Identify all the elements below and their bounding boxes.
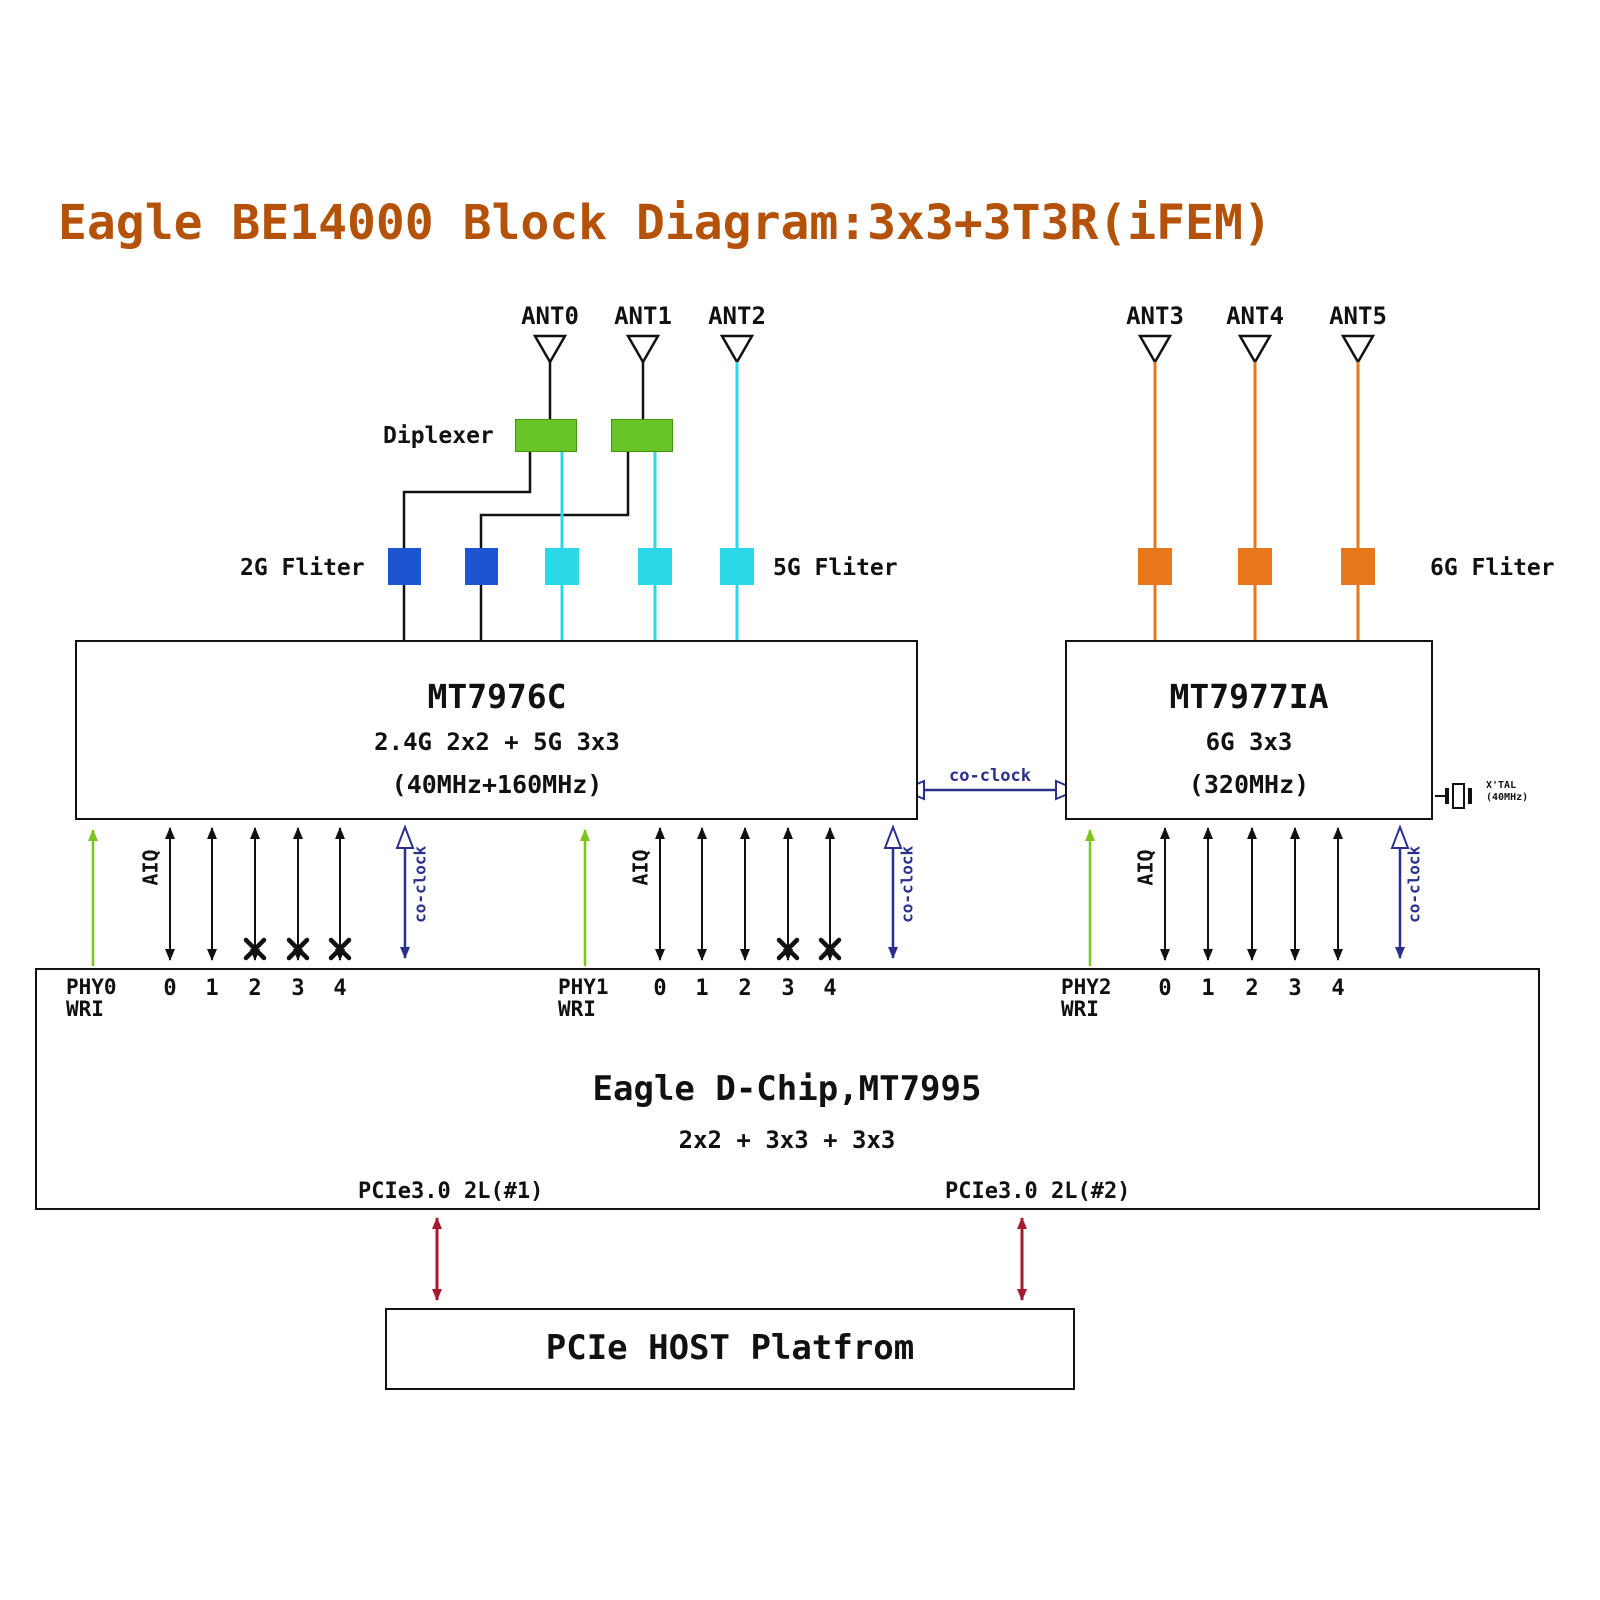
phy2-lane-0: 0 [1158,976,1172,1001]
diplexer-label: Diplexer [383,423,494,449]
phy2-wri-label: PHY2 WRI [1061,976,1112,1020]
filter-2g-box-2 [465,548,498,585]
coclock-vertical-label-2: co-clock [897,845,917,923]
mt7977ia-name: MT7977IA [1169,677,1329,716]
aiq-lanes [165,827,1343,961]
pcie-host-box: PCIe HOST Platfrom [385,1308,1075,1390]
phy1-lane-3: 3 [781,976,795,1001]
phy2-suffix: WRI [1061,997,1099,1022]
phy1-lane-1: 1 [695,976,709,1001]
mt7976c-box [75,640,918,820]
aiq-label-3: AIQ [1133,849,1158,886]
dchip-name: Eagle D-Chip,MT7995 [592,1069,982,1109]
mt7977ia-box [1065,640,1433,820]
phy0-lane-1: 1 [205,976,219,1001]
xtal-freq-label: (40MHz) [1486,792,1529,803]
diplexer-box-1 [515,419,577,452]
phy2-lane-2: 2 [1245,976,1259,1001]
filter-5g-box-1 [545,548,579,585]
phy0-lane-2: 2 [248,976,262,1001]
phy0-lane-0: 0 [163,976,177,1001]
mt7977ia-spec: 6G 3x3 [1205,728,1293,756]
phy1-wri-label: PHY1 WRI [558,976,609,1020]
antenna-icon [1237,334,1273,365]
antenna-label-ant3: ANT3 [1126,302,1184,330]
phy2-name: PHY2 [1061,975,1112,999]
phy0-suffix: WRI [66,997,104,1022]
antenna-icon [625,334,661,365]
coclock-horizontal-label: co-clock [949,766,1031,786]
antenna-icon [532,334,568,365]
wires-5g [560,362,739,640]
antenna-label-ant0: ANT0 [521,302,579,330]
wires-6g [1153,362,1360,640]
coclock-vertical-label-3: co-clock [1404,845,1424,923]
phy0-lane-4: 4 [333,976,347,1001]
phy1-lane-2: 2 [738,976,752,1001]
antenna-icon [1137,334,1173,365]
antenna-icon [719,334,755,365]
mt7976c-name: MT7976C [427,677,567,716]
filter-6g-box-1 [1138,548,1172,585]
mt7976c-bandwidth: (40MHz+160MHz) [391,770,603,799]
pcie-link-arrows [432,1217,1027,1301]
filter-2g-box-1 [388,548,421,585]
phy1-suffix: WRI [558,997,596,1022]
filter-5g-label: 5G Fliter [773,555,898,581]
filter-6g-box-3 [1341,548,1375,585]
filter-5g-box-3 [720,548,754,585]
aiq-label-1: AIQ [138,849,163,886]
phy-wri-wires [88,829,1095,966]
phy0-lane-3: 3 [291,976,305,1001]
antenna-icon [1340,334,1376,365]
phy0-wri-label: PHY0 WRI [66,976,117,1020]
phy2-lane-1: 1 [1201,976,1215,1001]
antenna-label-ant2: ANT2 [708,302,766,330]
phy1-lane-4: 4 [823,976,837,1001]
xtal-icon [1435,783,1472,809]
diplexer-box-2 [611,419,673,452]
pcie-link1-label: PCIe3.0 2L(#1) [358,1179,544,1204]
antenna-label-ant5: ANT5 [1329,302,1387,330]
phy0-name: PHY0 [66,975,117,999]
pcie-host-name: PCIe HOST Platfrom [545,1328,915,1369]
coclock-vertical-label-1: co-clock [410,845,430,923]
antenna-label-ant1: ANT1 [614,302,672,330]
filter-6g-label: 6G Fliter [1430,555,1555,581]
filter-2g-label: 2G Fliter [240,555,365,581]
mt7977ia-bandwidth: (320MHz) [1188,770,1310,799]
lane-disabled-marks [243,937,842,961]
phy1-lane-0: 0 [653,976,667,1001]
phy2-lane-4: 4 [1331,976,1345,1001]
phy2-lane-3: 3 [1288,976,1302,1001]
pcie-link2-label: PCIe3.0 2L(#2) [945,1179,1131,1204]
phy1-name: PHY1 [558,975,609,999]
coclock-vertical-wires [395,824,1410,959]
xtal-label: X'TAL [1486,780,1517,791]
diagram-title: Eagle BE14000 Block Diagram:3x3+3T3R(iFE… [58,195,1272,251]
dchip-box [35,968,1540,1210]
aiq-label-2: AIQ [628,849,653,886]
antenna-icons [532,334,1376,365]
filter-6g-box-2 [1238,548,1272,585]
wires-2g [402,362,645,640]
antenna-label-ant4: ANT4 [1226,302,1284,330]
filter-5g-box-2 [638,548,672,585]
dchip-spec: 2x2 + 3x3 + 3x3 [678,1126,896,1154]
mt7976c-spec: 2.4G 2x2 + 5G 3x3 [374,728,620,756]
